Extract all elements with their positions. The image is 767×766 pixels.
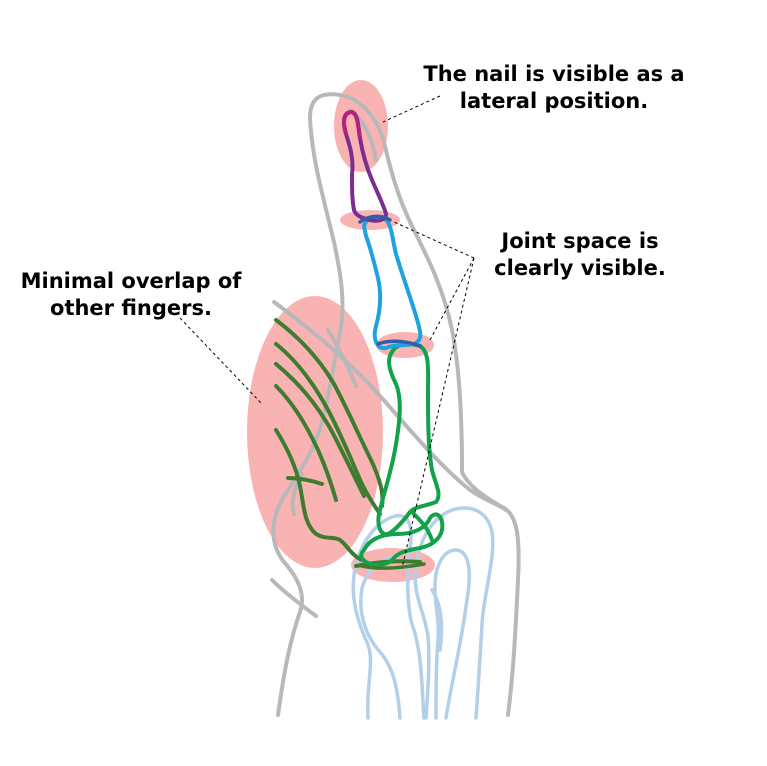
overlap-annotation-line-2: other fingers. — [50, 296, 212, 320]
middle-phalanx-outline — [362, 215, 423, 351]
other-finger-joint-arc — [286, 476, 324, 486]
leader-overlap — [179, 317, 263, 405]
other-fingers — [274, 318, 422, 568]
joint-annotation: Joint space is clearly visible. — [460, 228, 700, 282]
overlap-annotation-line-1: Minimal overlap of — [20, 269, 242, 293]
leader-nail — [382, 95, 441, 123]
dip-joint-line — [358, 214, 392, 224]
nail-annotation-line-2: lateral position. — [459, 89, 649, 113]
other-finger-stub — [290, 472, 304, 516]
other-finger-bone-4 — [274, 384, 338, 502]
other-finger-bone-5 — [274, 428, 364, 562]
other-fingers-highlight — [247, 296, 383, 568]
metacarpal-outline-5 — [430, 588, 444, 652]
mcp-joint-line — [360, 562, 426, 570]
other-finger-bone-2 — [274, 342, 382, 516]
adjacent-finger-web — [270, 578, 318, 618]
adjacent-finger-ray — [272, 300, 508, 512]
joint-annotation-line-2: clearly visible. — [494, 256, 666, 280]
joint-annotation-line-1: Joint space is — [501, 229, 659, 253]
nail-annotation: The nail is visible as a lateral positio… — [404, 61, 704, 115]
distal-phalanx — [342, 110, 388, 223]
middle-phalanx — [362, 215, 423, 351]
proximal-phalanx-inner — [410, 510, 434, 542]
metacarpal-outline-4 — [433, 548, 471, 720]
leader-joint-mcp — [401, 257, 475, 569]
nail-annotation-line-1: The nail is visible as a — [423, 62, 685, 86]
proximal-phalanx — [359, 342, 445, 567]
other-finger-bone-1 — [274, 318, 385, 508]
metacarpal-outline-1 — [351, 514, 426, 720]
proximal-phalanx-base — [359, 512, 445, 567]
finger-skin-outline — [270, 92, 521, 717]
other-finger-bone-3 — [274, 362, 366, 498]
leader-joint-dip — [393, 221, 475, 259]
palm-outline-right — [460, 470, 521, 717]
overlap-annotation: Minimal overlap of other fingers. — [6, 268, 256, 322]
leader-lines — [179, 95, 475, 569]
joint-accents — [358, 214, 426, 570]
pip-joint-line — [376, 339, 422, 348]
nail-tip-accent — [342, 110, 362, 140]
finger-outline-left — [271, 92, 464, 717]
proximal-phalanx-outline — [376, 342, 441, 537]
adjacent-finger-ray-2 — [326, 328, 358, 388]
metacarpal-outline-3 — [413, 506, 495, 720]
